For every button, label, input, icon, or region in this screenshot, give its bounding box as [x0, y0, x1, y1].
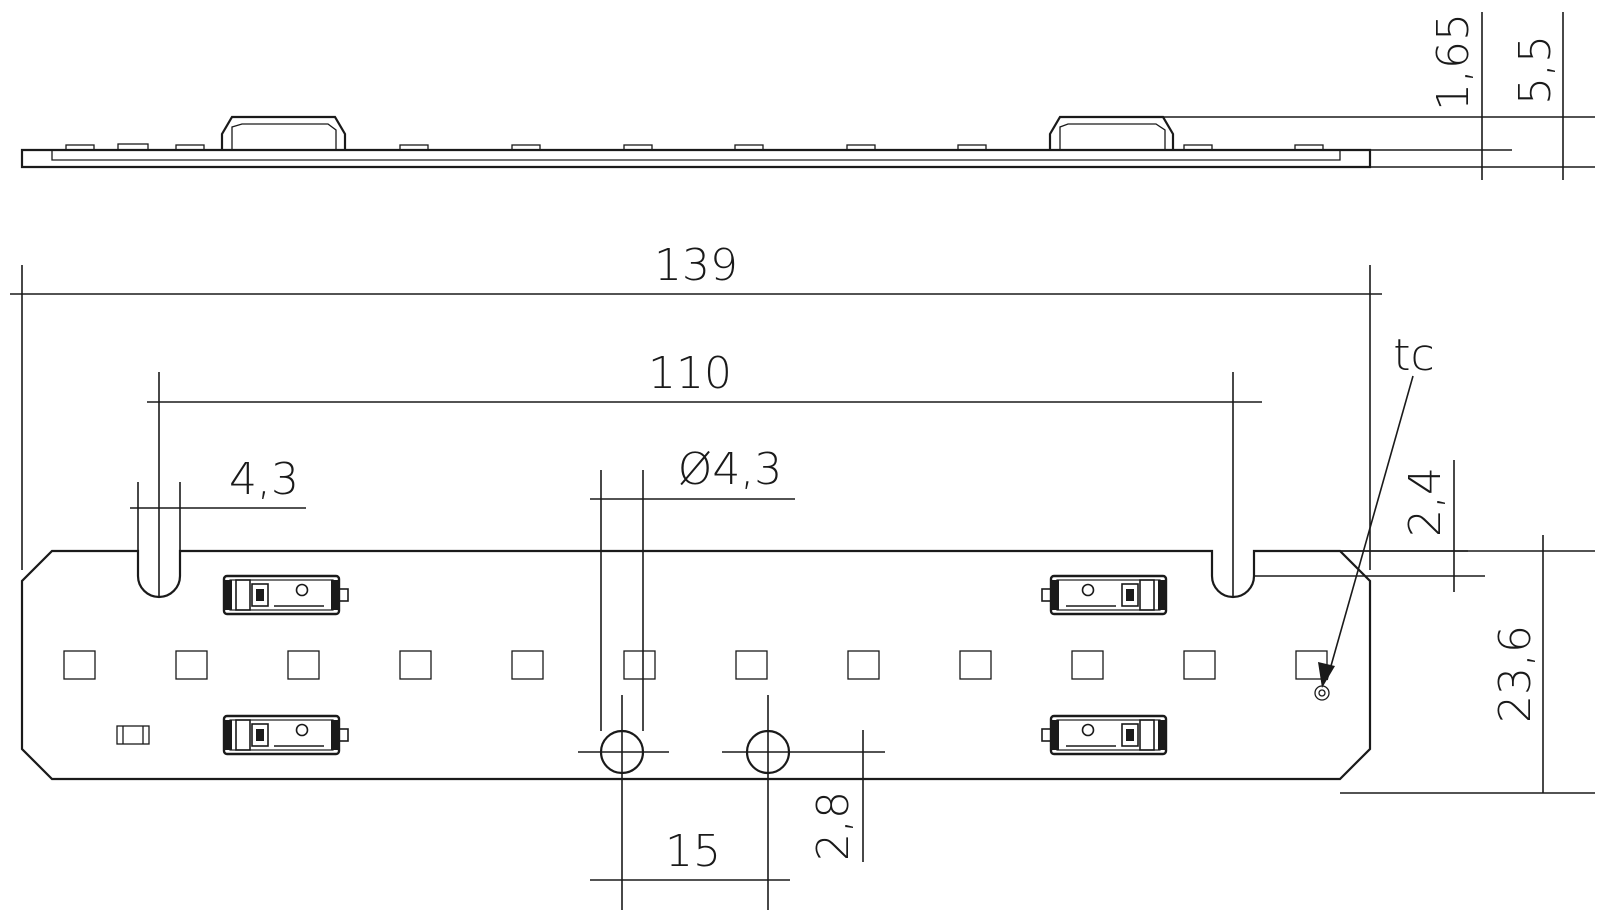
- connector-bottom-right: [1040, 714, 1168, 756]
- small-component: [116, 725, 150, 745]
- connector-top-right: [1040, 574, 1168, 616]
- side-view: 1,65 5,5: [20, 12, 1595, 180]
- board-thickness-dimension: 1,65: [1428, 13, 1479, 111]
- tc-point-inner: [1318, 689, 1326, 697]
- hole-offset-dimension: 2,8: [808, 791, 859, 861]
- board-width-dimension: 23,6: [1490, 625, 1541, 723]
- total-height-dimension: 5,5: [1510, 35, 1561, 105]
- tc-leader-arrowhead: [1318, 662, 1335, 688]
- hole-spacing-dimension: 15: [665, 826, 721, 877]
- side-view-led-bumps: [65, 143, 1324, 151]
- side-view-dimension-lines: [1140, 12, 1595, 180]
- slot-depth-dimension: 2,4: [1400, 467, 1451, 537]
- side-view-connector-left: [220, 115, 347, 150]
- led-squares: [63, 650, 1328, 680]
- slot-spacing-dimension: 110: [648, 348, 732, 399]
- side-view-connector-right: [1048, 115, 1175, 150]
- dimension-lines: [10, 265, 1595, 910]
- tc-point-label: tc: [1393, 330, 1434, 381]
- slot-width-dimension: 4,3: [229, 454, 299, 505]
- connector-bottom-left: [222, 714, 350, 756]
- total-length-dimension: 139: [654, 240, 738, 291]
- hole-diameter-dimension: Ø4,3: [678, 444, 783, 495]
- top-view: [20, 549, 1372, 781]
- side-view-board: [20, 148, 1372, 169]
- connector-top-left: [222, 574, 350, 616]
- tc-point-outer: [1314, 685, 1330, 701]
